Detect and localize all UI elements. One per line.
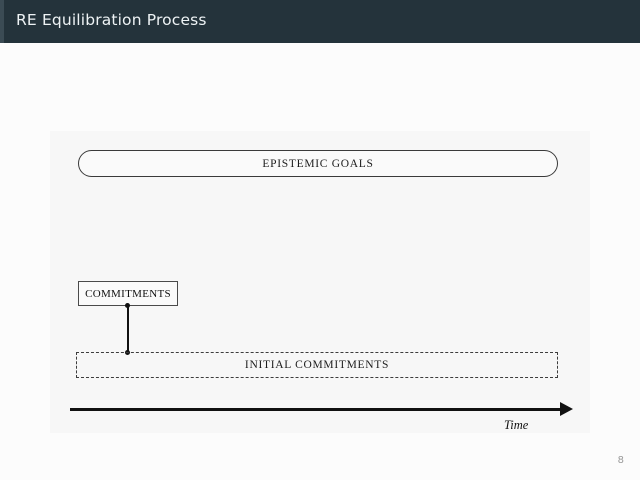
header-accent-stripe [0,0,4,43]
node-epistemic-goals: EPISTEMIC GOALS [78,150,558,177]
time-axis-arrowhead-icon [560,402,573,416]
page-title: RE Equilibration Process [16,11,207,29]
time-axis-label: Time [504,418,529,432]
slide-body: EPISTEMIC GOALS COMMITMENTS INITIAL COMM… [0,43,640,480]
node-commitments-label: COMMITMENTS [85,287,171,300]
page-number: 8 [617,455,624,466]
node-commitments: COMMITMENTS [78,281,178,306]
node-initial-commitments-label: INITIAL COMMITMENTS [244,359,390,371]
node-initial-commitments: INITIAL COMMITMENTS [76,352,558,378]
connector-line-commitments-to-initial [127,305,129,353]
node-epistemic-goals-label: EPISTEMIC GOALS [262,157,374,170]
time-axis-line [70,407,562,411]
slide-header-bar: RE Equilibration Process [0,0,640,43]
